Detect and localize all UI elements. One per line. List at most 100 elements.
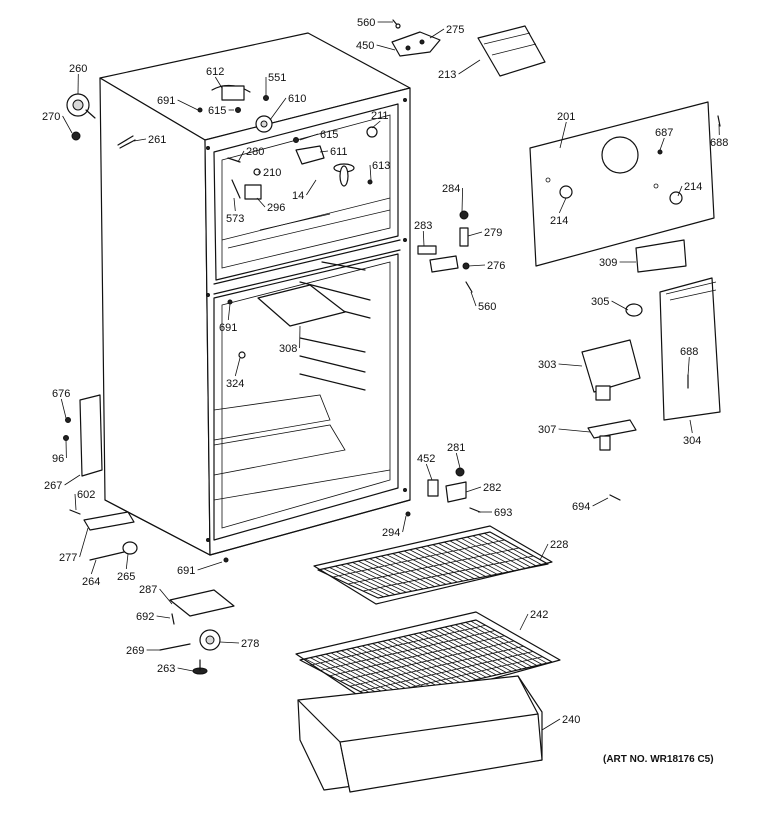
- leader-694: [592, 497, 609, 507]
- grille-wire: [347, 547, 520, 585]
- leader-452: [425, 463, 433, 481]
- part-label-693: 693: [494, 507, 512, 519]
- part-label-612: 612: [206, 66, 224, 78]
- part-label-214a: 214: [550, 215, 568, 227]
- part-label-278: 278: [241, 638, 259, 650]
- grille-wire: [329, 635, 505, 677]
- part-label-688a: 688: [710, 137, 728, 149]
- part-label-242: 242: [530, 609, 548, 621]
- leader-687: [659, 137, 665, 151]
- leader-296: [256, 197, 266, 208]
- leader-280: [237, 150, 245, 163]
- part-label-265: 265: [117, 571, 135, 583]
- part-label-692: 692: [136, 611, 154, 623]
- part-label-611: 611: [330, 146, 348, 158]
- part-label-560a: 560: [357, 17, 375, 29]
- leader-304: [689, 419, 693, 434]
- leader-303: [558, 363, 583, 367]
- part-label-214b: 214: [684, 181, 702, 193]
- part-label-213: 213: [438, 69, 456, 81]
- leader-242: [519, 613, 529, 631]
- part-label-14: 14: [292, 190, 304, 202]
- leader-lines: [60, 21, 720, 731]
- leader-201: [559, 121, 567, 149]
- art-number: (ART NO. WR18176 C5): [603, 754, 714, 765]
- leader-691b: [227, 303, 231, 321]
- part-label-309: 309: [599, 257, 617, 269]
- leader-602: [74, 493, 77, 511]
- part-label-613: 613: [372, 160, 390, 172]
- part-label-282: 282: [483, 482, 501, 494]
- grille-wire: [362, 555, 534, 592]
- leader-287: [159, 588, 173, 605]
- leader-14: [306, 179, 317, 196]
- part-label-284: 284: [442, 183, 460, 195]
- leader-692: [156, 615, 171, 619]
- leader-267: [64, 474, 81, 486]
- leader-279: [467, 231, 483, 237]
- part-label-267: 267: [44, 480, 62, 492]
- leader-240: [541, 718, 561, 731]
- leader-275: [429, 28, 445, 39]
- part-label-687: 687: [655, 127, 673, 139]
- grille-wire: [349, 645, 524, 687]
- part-label-307: 307: [538, 424, 556, 436]
- part-label-264: 264: [82, 576, 100, 588]
- leader-265: [125, 553, 129, 570]
- grille-wire: [332, 539, 505, 578]
- part-label-694: 694: [572, 501, 590, 513]
- leader-676: [60, 398, 67, 419]
- part-label-573: 573: [226, 213, 244, 225]
- leader-688b: [687, 356, 690, 377]
- grille-wire: [359, 651, 534, 692]
- part-label-294: 294: [382, 527, 400, 539]
- part-label-676: 676: [52, 388, 70, 400]
- grille-wire: [319, 630, 496, 671]
- part-label-691a: 691: [157, 95, 175, 107]
- part-label-287: 287: [139, 584, 157, 596]
- part-label-240: 240: [562, 714, 580, 726]
- part-label-276: 276: [487, 260, 505, 272]
- leader-450: [376, 44, 396, 51]
- part-label-615b: 615: [320, 129, 338, 141]
- leader-573: [233, 197, 236, 212]
- part-label-305: 305: [591, 296, 609, 308]
- part-label-296: 296: [267, 202, 285, 214]
- part-label-277: 277: [59, 552, 77, 564]
- part-label-281: 281: [447, 442, 465, 454]
- part-label-610: 610: [288, 93, 306, 105]
- part-label-260: 260: [69, 63, 87, 75]
- leader-264: [90, 559, 97, 575]
- part-glyphs: [63, 19, 721, 675]
- part-label-269: 269: [126, 645, 144, 657]
- part-label-279: 279: [484, 227, 502, 239]
- leader-214a: [558, 197, 567, 214]
- part-label-450: 450: [356, 40, 374, 52]
- part-label-602: 602: [77, 489, 95, 501]
- part-label-615a: 615: [208, 105, 226, 117]
- leader-305: [611, 300, 629, 311]
- leader-610: [269, 97, 287, 121]
- leader-612: [214, 76, 223, 89]
- leader-560b: [470, 291, 477, 307]
- leader-270: [62, 115, 73, 134]
- leader-283: [422, 230, 425, 247]
- leader-278: [219, 641, 240, 644]
- crisper-drawer-240: [297, 675, 543, 793]
- part-label-261: 261: [148, 134, 166, 146]
- part-label-201: 201: [557, 111, 575, 123]
- part-label-688b: 688: [680, 346, 698, 358]
- leader-211: [371, 120, 381, 129]
- refrigerator-cabinet: [99, 32, 411, 556]
- leader-228: [539, 543, 549, 561]
- part-label-308: 308: [279, 343, 297, 355]
- grille-wire: [339, 640, 515, 682]
- leader-282: [465, 486, 482, 493]
- part-label-211: 211: [371, 110, 389, 122]
- part-label-691c: 691: [177, 565, 195, 577]
- leader-213: [458, 59, 481, 75]
- part-label-96: 96: [52, 453, 64, 465]
- leader-276: [467, 264, 486, 267]
- leader-263: [177, 667, 194, 672]
